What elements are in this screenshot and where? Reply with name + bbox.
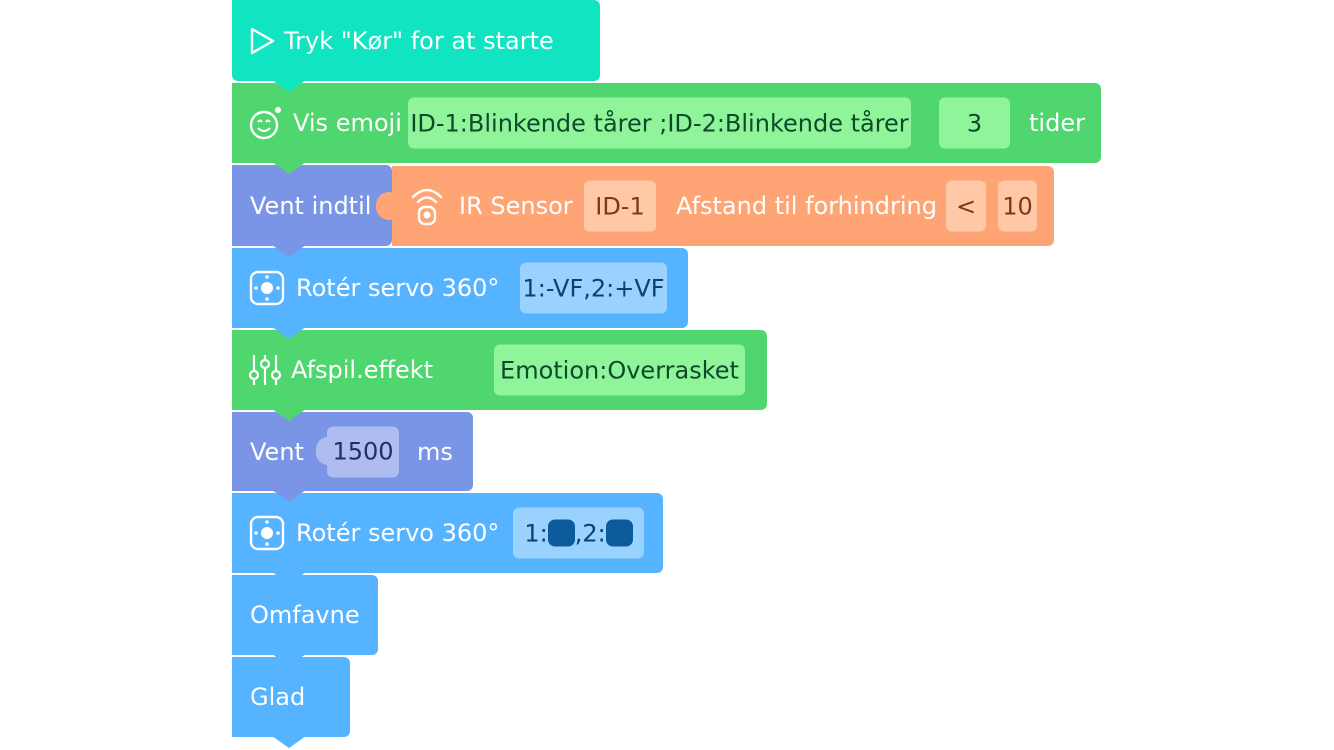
wait-duration-value: 1500 xyxy=(332,437,394,466)
show-emoji-label: Vis emoji xyxy=(293,109,402,137)
servo-icon xyxy=(249,515,285,551)
smiley-icon xyxy=(249,107,281,140)
condition-connector xyxy=(376,192,402,220)
ir-sensor-icon xyxy=(411,188,443,226)
block-notch xyxy=(272,162,306,174)
rotate-servo-block-2[interactable]: Rotér servo 360° 1: ,2: xyxy=(232,493,663,584)
servo2-color-swatch[interactable] xyxy=(605,519,633,547)
block-notch xyxy=(272,80,306,92)
sliders-icon xyxy=(248,355,282,385)
happy-label: Glad xyxy=(250,683,306,711)
start-label: Tryk "Kør" for at starte xyxy=(284,26,554,55)
servo2-prefix: ,2: xyxy=(574,519,606,547)
servo-direction-value: 1:-VF,2:+VF xyxy=(522,274,665,302)
play-effect-block[interactable]: Afspil.effekt Emotion:Overrasket xyxy=(232,330,767,421)
block-notch xyxy=(272,490,306,502)
emoji-count-suffix: tider xyxy=(1029,109,1085,137)
play-icon xyxy=(250,27,275,54)
servo-direction-select-2[interactable]: 1: ,2: xyxy=(513,507,644,559)
servo-direction-select[interactable]: 1:-VF,2:+VF xyxy=(520,262,667,314)
emoji-count-value: 3 xyxy=(966,109,983,137)
wait-duration-input[interactable]: 1500 xyxy=(327,426,399,477)
block-notch xyxy=(272,572,306,584)
servo1-color-swatch[interactable] xyxy=(547,519,575,547)
operator-value: < xyxy=(955,192,977,220)
block-notch xyxy=(272,654,306,666)
sensor-id-value: ID-1 xyxy=(595,192,645,220)
ir-sensor-label: IR Sensor xyxy=(459,192,573,220)
block-notch xyxy=(272,736,306,748)
show-emoji-block[interactable]: Vis emoji ID-1:Blinkende tårer ;ID-2:Bli… xyxy=(232,83,1101,174)
wait-unit-label: ms xyxy=(417,437,453,466)
wait-until-label: Vent indtil xyxy=(250,191,372,220)
block-notch xyxy=(272,409,306,421)
happy-block[interactable]: Glad xyxy=(232,657,350,748)
servo1-prefix: 1: xyxy=(524,519,548,547)
wait-label: Vent xyxy=(250,437,304,466)
servo-icon xyxy=(249,270,285,306)
sensor-id-select[interactable]: ID-1 xyxy=(584,180,656,232)
hug-block[interactable]: Omfavne xyxy=(232,575,378,666)
sensor-measure-label: Afstand til forhindring xyxy=(676,192,937,220)
emoji-count-input[interactable]: 3 xyxy=(939,97,1010,149)
start-block[interactable]: Tryk "Kør" for at starte xyxy=(232,0,600,92)
threshold-value: 10 xyxy=(1002,192,1033,220)
effect-select[interactable]: Emotion:Overrasket xyxy=(494,344,745,396)
wait-block[interactable]: Vent 1500 ms xyxy=(232,412,473,502)
emoji-select-value: ID-1:Blinkende tårer ;ID-2:Blinkende tår… xyxy=(410,109,909,137)
rotate-servo-block[interactable]: Rotér servo 360° 1:-VF,2:+VF xyxy=(232,248,688,339)
block-notch xyxy=(272,245,306,257)
operator-select[interactable]: < xyxy=(946,180,986,232)
threshold-input[interactable]: 10 xyxy=(998,180,1037,232)
ir-sensor-condition[interactable]: IR Sensor ID-1 Afstand til forhindring <… xyxy=(376,166,1054,246)
emoji-select[interactable]: ID-1:Blinkende tårer ;ID-2:Blinkende tår… xyxy=(408,97,911,149)
block-notch xyxy=(272,327,306,339)
play-effect-label: Afspil.effekt xyxy=(291,356,434,384)
rotate-servo-label: Rotér servo 360° xyxy=(296,519,500,547)
hug-label: Omfavne xyxy=(250,601,360,629)
rotate-servo-label: Rotér servo 360° xyxy=(296,274,500,302)
effect-select-value: Emotion:Overrasket xyxy=(500,356,739,384)
wait-until-block[interactable]: Vent indtil xyxy=(232,165,392,257)
